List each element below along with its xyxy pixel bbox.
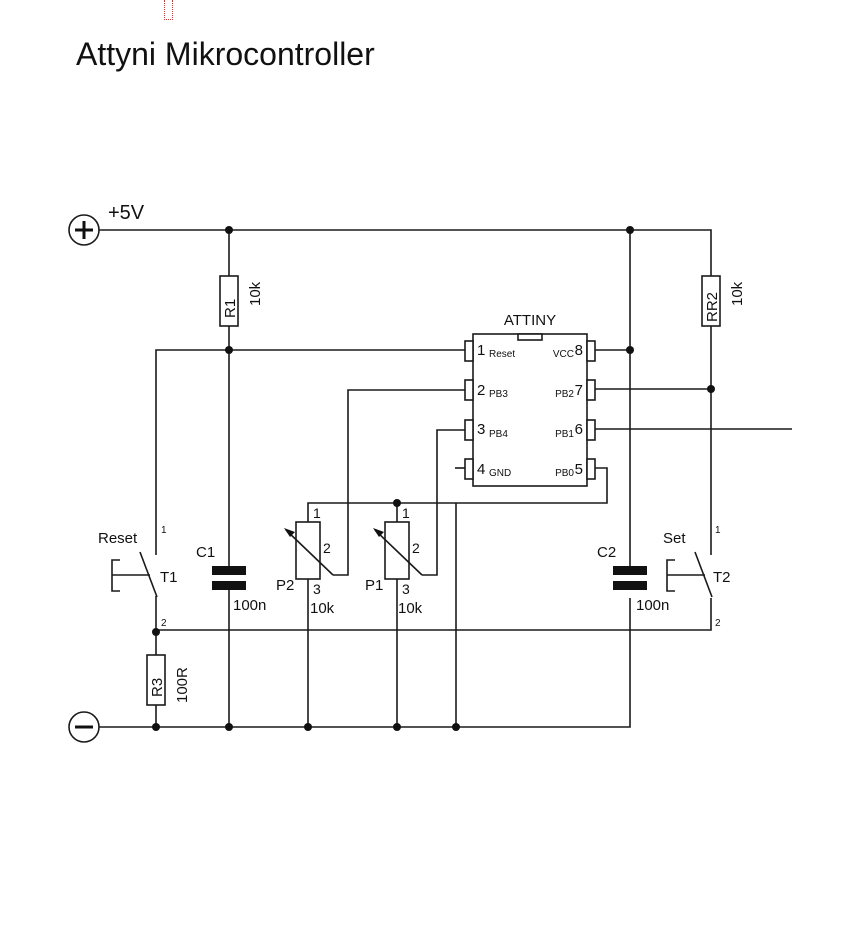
supply-label: +5V — [108, 202, 145, 224]
switch-ref: T1 — [160, 569, 178, 586]
pot-ref: P2 — [276, 577, 294, 594]
resistor-rr2: RR2 10k — [701, 275, 746, 327]
capacitor-c2: C2 100n — [597, 544, 669, 614]
pin-label: 1 — [313, 505, 321, 521]
pin-label: PB1 — [555, 429, 574, 440]
resistor-r1: R1 10k — [219, 275, 264, 327]
pin-label: 2 — [161, 618, 167, 629]
pin-label: 3 — [477, 421, 485, 438]
pin-label: 3 — [313, 581, 321, 597]
capacitor-ref: C1 — [196, 544, 215, 561]
pin-label: 4 — [477, 461, 485, 478]
pin-label: VCC — [553, 349, 574, 360]
switch-t2: Set T2 1 2 — [663, 520, 731, 629]
pin-label: PB4 — [489, 429, 508, 440]
capacitor-value: 100n — [233, 597, 266, 614]
ic-name: ATTINY — [504, 312, 556, 329]
pin-label: GND — [489, 468, 511, 479]
pin-label: 1 — [715, 525, 721, 536]
minus-terminal-icon — [68, 711, 100, 743]
wires — [99, 229, 792, 728]
pin-label: 7 — [575, 382, 583, 399]
pin-label: 2 — [323, 540, 331, 556]
pin-label: 3 — [402, 581, 410, 597]
junction-dots — [152, 226, 715, 731]
pin-label: 1 — [161, 525, 167, 536]
switch-t1: Reset T1 1 2 — [98, 520, 178, 629]
pin-label: PB3 — [489, 389, 508, 400]
capacitor-value: 100n — [636, 597, 669, 614]
pin-label: PB0 — [555, 468, 574, 479]
resistor-ref: RR2 — [704, 292, 721, 322]
resistor-value: 100R — [174, 667, 191, 703]
pot-value: 10k — [310, 600, 335, 617]
pin-label: 1 — [477, 342, 485, 359]
resistor-ref: R3 — [149, 678, 166, 697]
pin-label: PB2 — [555, 389, 574, 400]
pin-label: 2 — [412, 540, 420, 556]
resistor-value: 10k — [247, 281, 264, 306]
resistor-ref: R1 — [222, 299, 239, 318]
pin-label: 5 — [575, 461, 583, 478]
switch-label: Set — [663, 530, 686, 547]
switch-ref: T2 — [713, 569, 731, 586]
selection-marker — [164, 0, 173, 20]
potentiometer-p2: 1 2 3 P2 10k — [276, 505, 335, 617]
resistor-value: 10k — [729, 281, 746, 306]
pot-ref: P1 — [365, 577, 383, 594]
pin-label: 2 — [715, 618, 721, 629]
ic-attiny: ATTINY 1 Reset 2 PB3 3 PB4 4 GND 8 VCC 7… — [464, 312, 596, 487]
pin-label: 1 — [402, 505, 410, 521]
pot-value: 10k — [398, 600, 423, 617]
resistor-r3: R3 100R — [146, 654, 191, 706]
pin-label: 6 — [575, 421, 583, 438]
pin-label: Reset — [489, 349, 515, 360]
pin-label: 8 — [575, 342, 583, 359]
capacitor-ref: C2 — [597, 544, 616, 561]
potentiometer-p1: 1 2 3 P1 10k — [365, 505, 423, 617]
page-title: Attyni Mikrocontroller — [76, 36, 375, 72]
plus-terminal-icon — [68, 214, 100, 246]
pin-label: 2 — [477, 382, 485, 399]
capacitor-c1: C1 100n — [196, 544, 266, 614]
switch-label: Reset — [98, 530, 138, 547]
